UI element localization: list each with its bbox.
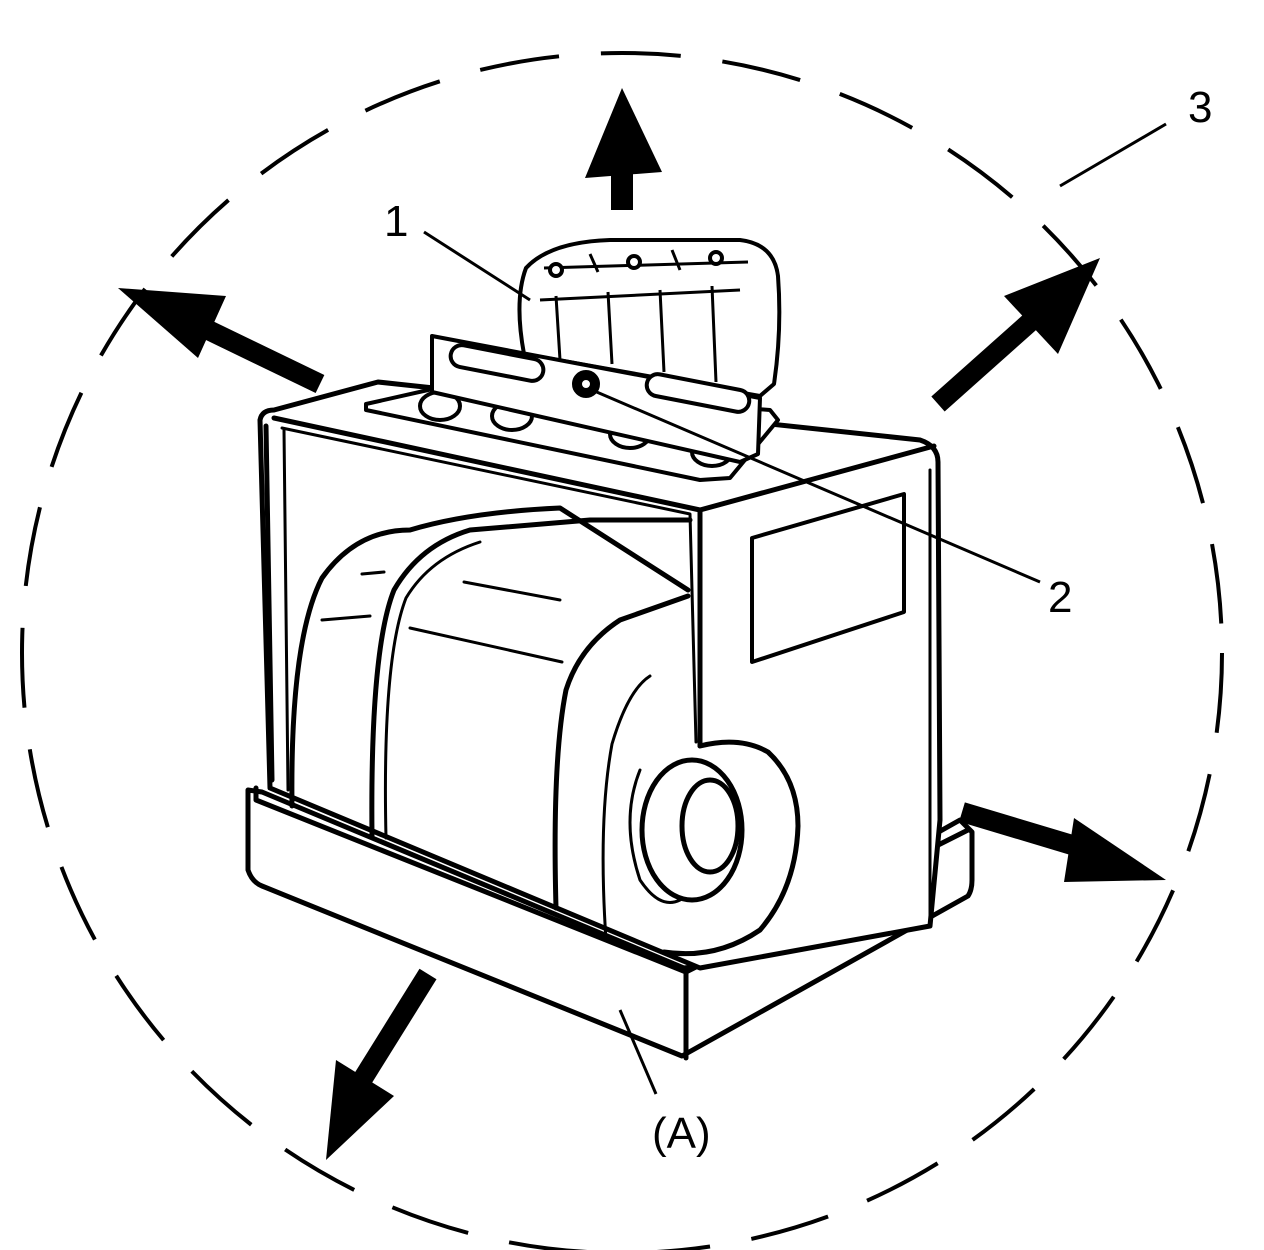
leader-3: [1059, 122, 1167, 188]
deployment-zone-circle: [20, 51, 1224, 1250]
label-unit-a: (A): [652, 1109, 711, 1158]
label-part-2: 2: [1048, 573, 1072, 622]
arrow-lower-right: [959, 802, 1166, 882]
arrow-lower-left: [326, 968, 437, 1160]
leader-1: [423, 230, 531, 302]
mounting-bracket: [430, 238, 782, 464]
label-part-3: 3: [1188, 83, 1212, 132]
airbag-module: [245, 379, 975, 1061]
inflator-shell: [289, 505, 691, 809]
label-part-1: 1: [384, 197, 408, 246]
leader-lines: [423, 122, 1167, 1095]
leader-a: [618, 1009, 658, 1095]
leader-2: [591, 388, 1041, 584]
label-window: [750, 492, 906, 664]
arrow-upper-left: [118, 288, 325, 394]
arrow-upper-right: [931, 258, 1100, 412]
arrow-up: [585, 88, 662, 210]
